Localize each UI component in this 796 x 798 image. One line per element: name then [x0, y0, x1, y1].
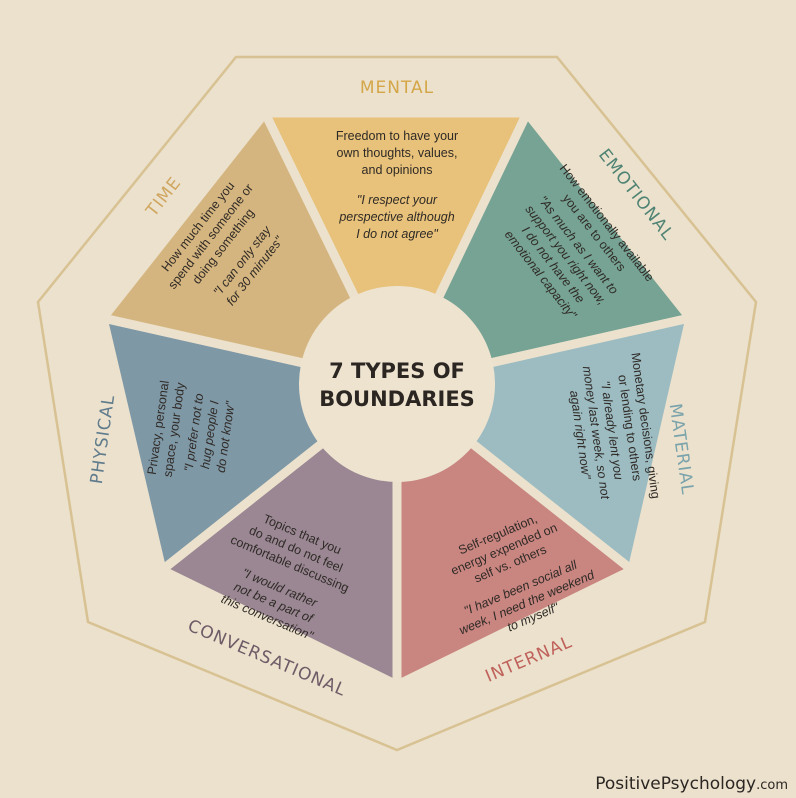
footer-brand-name: PositivePsychology: [595, 774, 757, 794]
text-line: Freedom to have your: [336, 129, 458, 143]
segment-time: [98, 108, 402, 389]
body-mental: Freedom to have your own thoughts, values…: [336, 129, 458, 241]
outer-heptagon: [36, 55, 758, 752]
text-line: 7 TYPES OF: [329, 359, 465, 383]
text-line: BOUNDARIES: [319, 387, 475, 411]
footer-brand-suffix: .com: [756, 778, 788, 793]
quote-mental: "I respect your perspective although I do …: [338, 193, 454, 241]
text-line: I do not agree": [356, 227, 438, 241]
label-material: MATERIAL: [665, 402, 698, 496]
footer-brand: PositivePsychology.com: [595, 774, 788, 794]
center-circle: [299, 286, 495, 482]
label-time: TIME: [142, 173, 186, 221]
label-mental: MENTAL: [360, 78, 434, 98]
text-line: perspective although: [338, 210, 454, 224]
description-mental: Freedom to have your own thoughts, values…: [336, 129, 458, 177]
center-title: 7 TYPES OF BOUNDARIES: [319, 359, 475, 411]
text-line: own thoughts, values,: [337, 146, 458, 160]
text-line: "I respect your: [357, 193, 438, 207]
label-physical: PHYSICAL: [87, 393, 119, 485]
text-line: and opinions: [362, 163, 433, 177]
